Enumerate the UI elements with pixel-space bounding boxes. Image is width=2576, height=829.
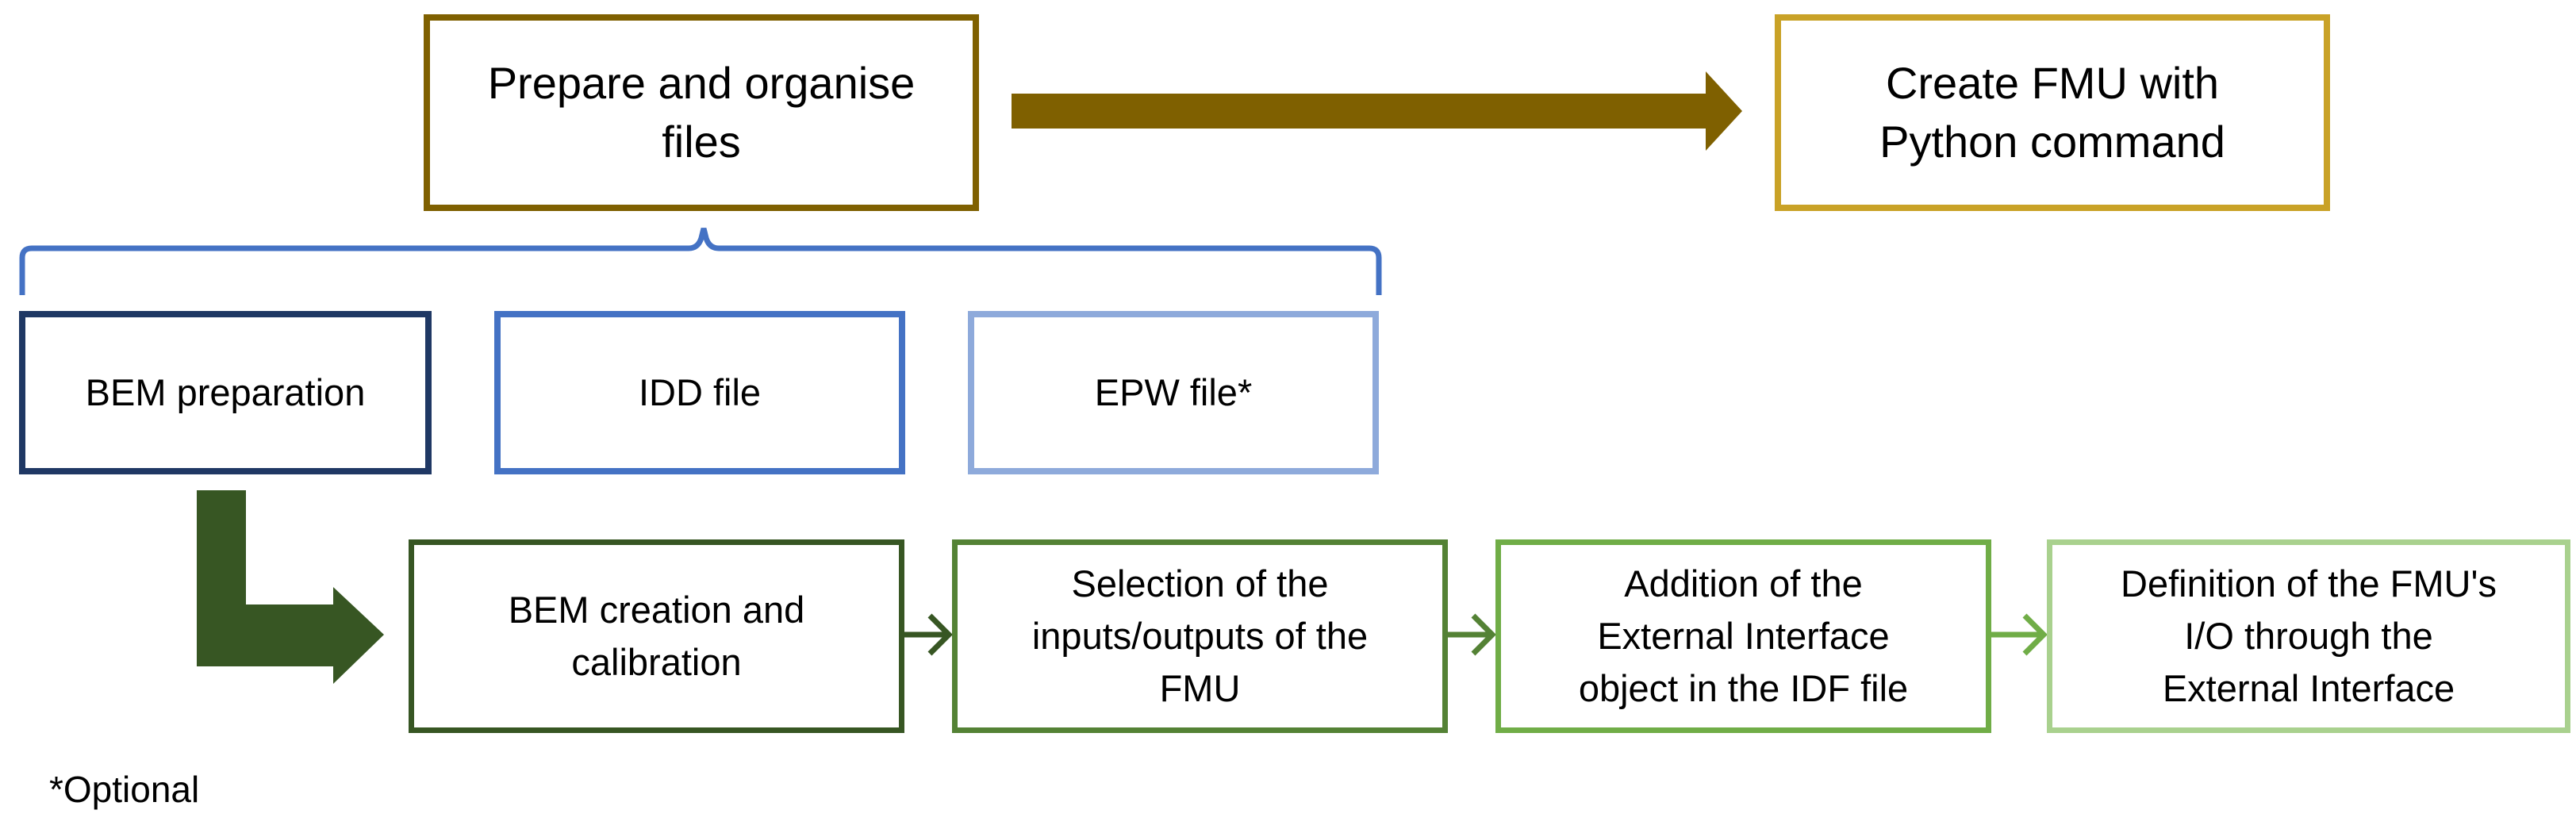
idd-file-box: IDD file [494,311,905,474]
bem-preparation-box: BEM preparation [19,311,432,474]
create-fmu-box: Create FMU with Python command [1775,14,2330,211]
io-selection-box: Selection of the inputs/outputs of the F… [952,539,1448,733]
epw-file-label: EPW file* [1094,371,1253,414]
bem-creation-box: BEM creation and calibration [409,539,904,733]
fmu-io-definition-label: Definition of the FMU's I/O through the … [2121,562,2497,709]
connector-step1-step2 [904,613,953,656]
optional-footnote: *Optional [49,769,200,810]
prepare-files-label: Prepare and organise files [487,57,916,167]
bem-creation-label: BEM creation and calibration [508,589,805,683]
connector-step2-step3 [1448,613,1496,656]
bem-preparation-label: BEM preparation [85,371,366,414]
io-selection-label: Selection of the inputs/outputs of the F… [1031,562,1369,709]
create-fmu-label: Create FMU with Python command [1879,57,2225,167]
connector-step3-step4 [1991,613,2048,656]
bem-to-creation-elbow-arrow [197,490,384,684]
fmu-io-definition-box: Definition of the FMU's I/O through the … [2047,539,2570,733]
prepare-files-box: Prepare and organise files [424,14,979,211]
external-interface-addition-label: Addition of the External Interface objec… [1578,562,1909,709]
idd-file-label: IDD file [638,371,762,414]
epw-file-box: EPW file* [968,311,1379,474]
external-interface-addition-box: Addition of the External Interface objec… [1495,539,1991,733]
files-bracket [19,228,1382,295]
prepare-to-create-arrow [1012,71,1742,151]
